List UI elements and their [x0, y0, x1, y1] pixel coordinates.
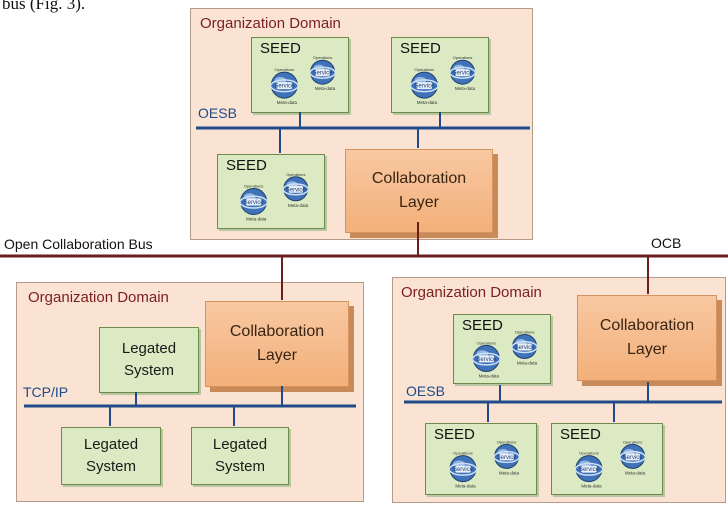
- ocb-short-label: OCB: [651, 235, 682, 251]
- right-domain-title: Organization Domain: [401, 284, 542, 301]
- svg-text:Service: Service: [515, 345, 536, 351]
- svg-text:Service: Service: [497, 455, 518, 461]
- legated-system-3: Legated System: [191, 427, 289, 485]
- collab-line-1: Collaboration: [371, 170, 467, 187]
- svg-text:Operations: Operations: [244, 184, 264, 189]
- legated-line-2: System: [123, 362, 174, 379]
- svg-text:Meta-data: Meta-data: [581, 484, 602, 489]
- svg-text:Meta-data: Meta-data: [625, 470, 646, 475]
- tcpip-label: TCP/IP: [23, 384, 69, 400]
- svg-text:Meta-data: Meta-data: [315, 86, 336, 91]
- svg-text:Meta-data: Meta-data: [277, 100, 298, 105]
- svg-text:Service: Service: [414, 84, 435, 90]
- seed-label: SEED: [226, 157, 267, 174]
- svg-text:Service: Service: [286, 187, 307, 193]
- collab-line-2: Layer: [256, 347, 298, 364]
- svg-text:Operations: Operations: [477, 340, 497, 345]
- service-cluster-icon: ServiceMeta-dataOperationsServiceMeta-da…: [574, 439, 646, 489]
- left-organization-domain: Organization Domain TCP/IP Legated Syste…: [16, 282, 364, 502]
- seed-label: SEED: [560, 426, 601, 443]
- legated-line-2: System: [214, 458, 265, 475]
- svg-text:Meta-data: Meta-data: [455, 86, 476, 91]
- svg-text:Meta-data: Meta-data: [499, 470, 520, 475]
- svg-text:Operations: Operations: [579, 451, 599, 456]
- svg-text:Operations: Operations: [623, 439, 643, 444]
- collab-line-2: Layer: [398, 194, 440, 211]
- legated-line-1: Legated: [121, 340, 177, 357]
- service-cluster-icon: ServiceMeta-dataOperationsServiceMeta-da…: [409, 55, 476, 105]
- svg-text:Service: Service: [453, 467, 474, 473]
- legated-system-1: Legated System: [99, 327, 199, 393]
- service-cluster-icon: ServiceMeta-dataOperationsServiceMeta-da…: [448, 439, 520, 489]
- svg-text:Operations: Operations: [415, 67, 435, 72]
- svg-text:Service: Service: [476, 357, 497, 363]
- top-collaboration-layer: Collaboration Layer: [345, 149, 493, 233]
- svg-text:Meta-data: Meta-data: [517, 361, 538, 366]
- svg-text:Meta-data: Meta-data: [417, 100, 438, 105]
- left-collaboration-layer: Collaboration Layer: [205, 301, 349, 387]
- svg-text:Operations: Operations: [275, 67, 295, 72]
- seed-label: SEED: [462, 317, 503, 334]
- svg-text:Service: Service: [623, 455, 644, 461]
- svg-text:Service: Service: [313, 71, 334, 77]
- right-collaboration-layer: Collaboration Layer: [577, 295, 717, 381]
- svg-text:Operations: Operations: [515, 330, 535, 335]
- svg-text:Meta-data: Meta-data: [288, 203, 309, 208]
- legated-line-1: Legated: [83, 436, 139, 453]
- collab-line-1: Collaboration: [599, 317, 695, 334]
- svg-text:Operations: Operations: [286, 172, 306, 177]
- svg-text:Operations: Operations: [497, 439, 517, 444]
- left-domain-title: Organization Domain: [28, 289, 169, 306]
- seed-label: SEED: [400, 40, 441, 57]
- svg-text:Operations: Operations: [313, 55, 333, 60]
- service-cluster-icon: ServiceMeta-dataOperationsServiceMeta-da…: [269, 55, 336, 105]
- svg-text:Service: Service: [274, 84, 295, 90]
- svg-text:Meta-data: Meta-data: [246, 217, 267, 222]
- legated-system-2: Legated System: [61, 427, 161, 485]
- top-oesb-label: OESB: [198, 105, 237, 121]
- svg-text:Operations: Operations: [453, 55, 473, 60]
- service-cluster-icon: ServiceMeta-dataOperationsServiceMeta-da…: [471, 330, 538, 378]
- legated-line-2: System: [85, 458, 136, 475]
- seed-label: SEED: [260, 40, 301, 57]
- svg-text:Meta-data: Meta-data: [479, 373, 500, 378]
- svg-text:Service: Service: [244, 200, 265, 206]
- legated-line-1: Legated: [212, 436, 268, 453]
- open-collaboration-bus-label: Open Collaboration Bus: [4, 236, 153, 252]
- svg-text:Meta-data: Meta-data: [455, 484, 476, 489]
- seed-label: SEED: [434, 426, 475, 443]
- collab-line-2: Layer: [626, 341, 668, 358]
- svg-text:Operations: Operations: [453, 451, 473, 456]
- top-domain-title: Organization Domain: [200, 15, 341, 32]
- right-oesb-label: OESB: [406, 383, 445, 399]
- service-cluster-icon: ServiceMeta-dataOperationsServiceMeta-da…: [239, 172, 310, 222]
- collab-line-1: Collaboration: [229, 323, 325, 340]
- header-text: bus (Fig. 3).: [2, 0, 86, 13]
- svg-text:Service: Service: [579, 467, 600, 473]
- svg-text:Service: Service: [453, 71, 474, 77]
